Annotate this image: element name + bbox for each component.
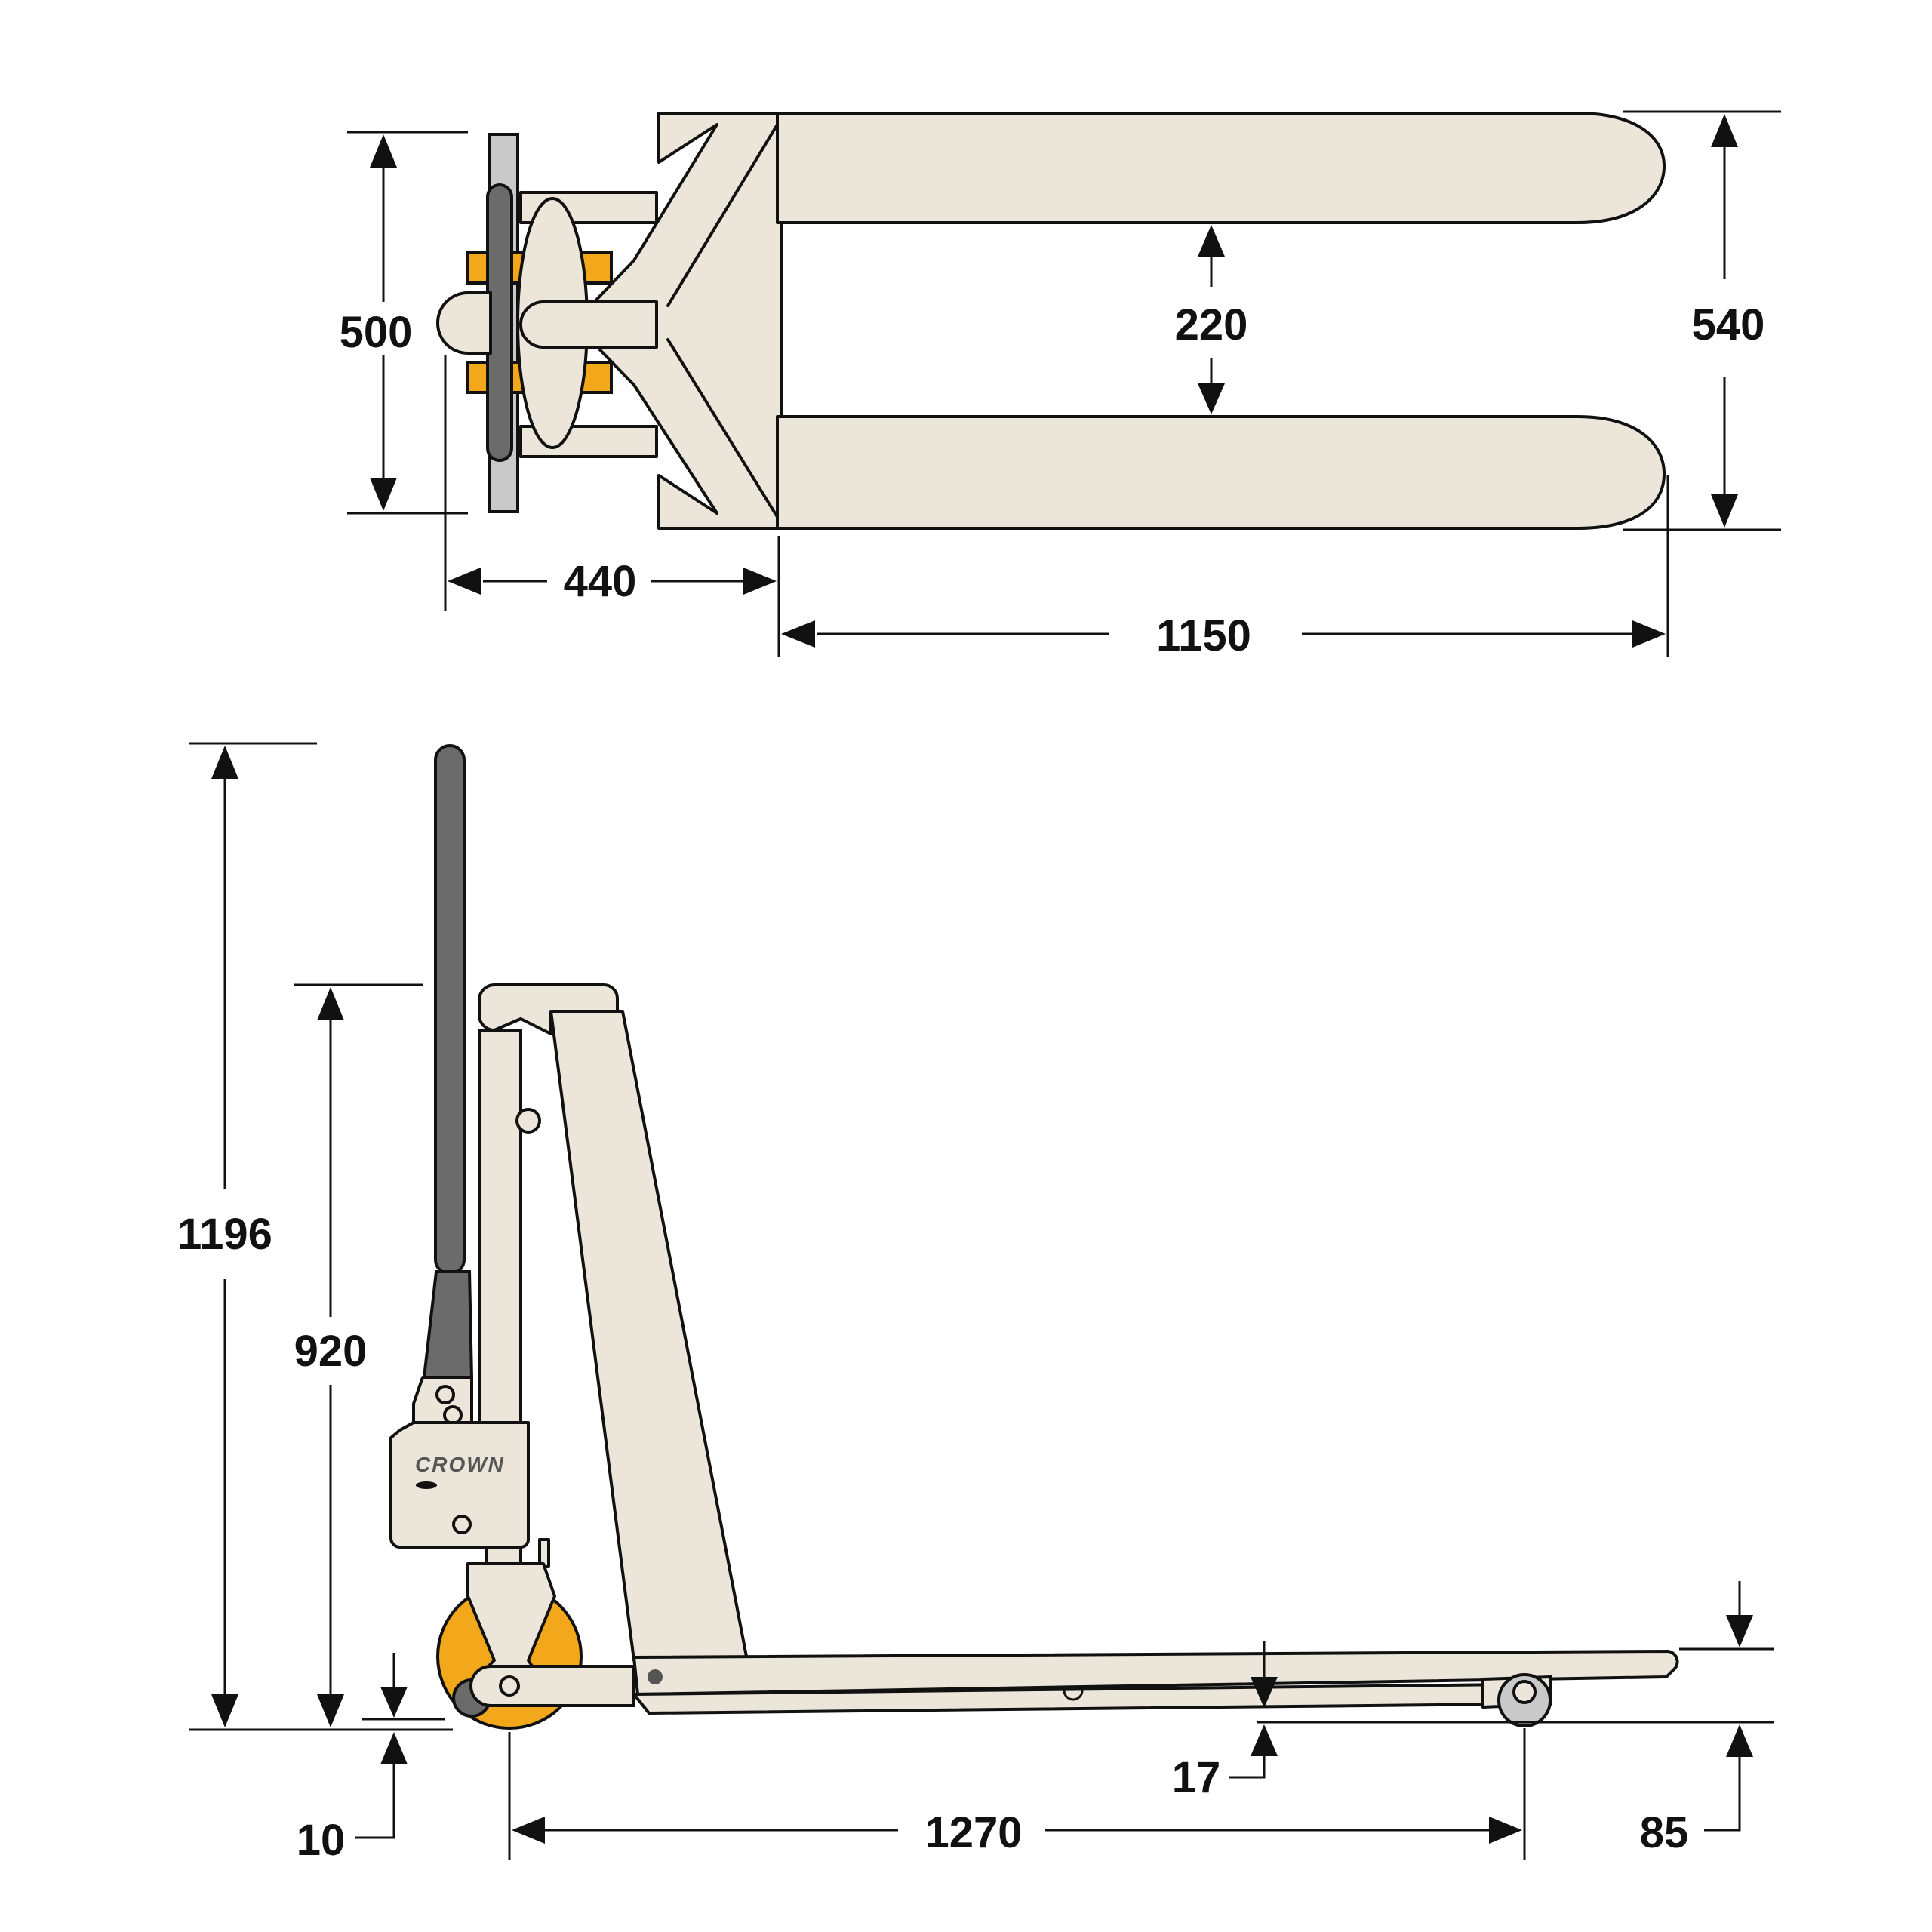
load-roller-hub <box>1512 1680 1537 1704</box>
fork-lower <box>776 415 1666 530</box>
linkage-pin <box>499 1675 520 1697</box>
side-view: CROWN 1196 <box>177 742 1774 1865</box>
label-220: 220 <box>1175 300 1248 349</box>
dimension-wheelbase: 1270 <box>508 1728 1526 1860</box>
pivot-bolt-lower <box>443 1405 463 1425</box>
label-500: 500 <box>340 308 413 357</box>
dimension-overall-width: 540 <box>1623 110 1781 531</box>
label-920: 920 <box>294 1327 368 1376</box>
label-440: 440 <box>564 557 637 606</box>
label-10: 10 <box>297 1816 346 1865</box>
fork-bolt <box>648 1669 663 1684</box>
label-1150: 1150 <box>1156 611 1251 660</box>
dimension-raised-height: 85 <box>1640 1581 1774 1857</box>
fork-support <box>1063 1690 1084 1701</box>
pump-column <box>478 1029 522 1439</box>
tow-bar <box>519 300 658 349</box>
label-1270: 1270 <box>924 1808 1022 1857</box>
label-17: 17 <box>1172 1753 1221 1802</box>
handle-grip-side <box>434 744 466 1275</box>
fork-side <box>632 1650 1679 1696</box>
label-540: 540 <box>1692 300 1765 349</box>
pivot-bolt-upper <box>435 1385 455 1404</box>
label-1196: 1196 <box>177 1210 272 1259</box>
dimension-fork-gap: 220 <box>1175 225 1248 414</box>
lifting-mast <box>549 1010 749 1662</box>
pivot-loop <box>436 291 492 355</box>
mast-cap <box>478 983 619 1035</box>
linkage-bar <box>469 1665 635 1707</box>
housing-neck <box>485 1546 522 1565</box>
dimension-fork-length: 1150 <box>781 475 1669 660</box>
dimension-frame-width: 500 <box>340 131 468 515</box>
dimension-lowered-height: 17 <box>1172 1641 1774 1802</box>
fork-upper <box>776 112 1666 224</box>
top-view: 500 220 540 440 <box>340 110 1781 660</box>
dimension-handle-height: 1196 <box>177 742 453 1731</box>
logo-dot <box>416 1481 437 1489</box>
dimension-frame-height: 920 <box>294 983 423 1727</box>
label-85: 85 <box>1640 1808 1689 1857</box>
dimension-head-length: 440 <box>444 355 780 657</box>
dimension-ground-clearance: 10 <box>297 1653 445 1865</box>
column-knob <box>515 1108 541 1134</box>
housing-bolt <box>452 1515 472 1534</box>
taper-line-lower <box>666 338 779 518</box>
pump-housing <box>389 1421 530 1549</box>
taper-line-upper <box>666 123 779 307</box>
handle-lower <box>422 1270 474 1379</box>
crown-logo: CROWN <box>415 1453 505 1476</box>
